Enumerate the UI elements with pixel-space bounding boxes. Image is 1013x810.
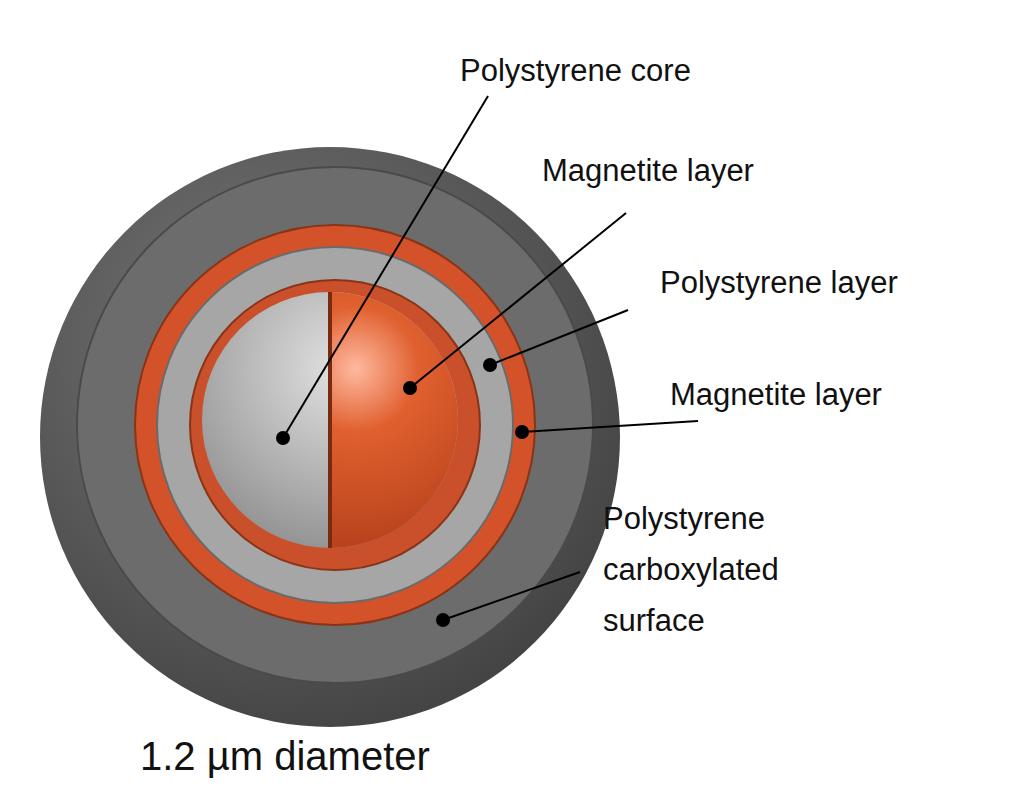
- surface-cut-face: [77, 167, 593, 683]
- part-label: Magnetite layer: [670, 376, 882, 413]
- leader-dot: [515, 425, 529, 439]
- leader-line: [490, 310, 628, 365]
- leader-line: [410, 213, 626, 388]
- leader-dot: [276, 431, 290, 445]
- outer-sphere: [40, 147, 620, 727]
- leader-dot: [403, 381, 417, 395]
- inner-magnetite-ring: [190, 280, 480, 570]
- polystyrene-ring: [157, 247, 513, 603]
- leader-line: [522, 421, 698, 432]
- leader-line: [283, 96, 488, 438]
- magnetite-sphere-part: [330, 292, 458, 548]
- leader-dot: [436, 613, 450, 627]
- part-label: Magnetite layer: [542, 152, 754, 189]
- leader-line: [443, 572, 580, 620]
- caption: 1.2 µm diameter: [140, 732, 430, 780]
- outer-magnetite-ring: [135, 225, 535, 625]
- part-label: Polystyrene layer: [660, 264, 898, 301]
- part-label: Polystyrene carboxylated surface: [603, 493, 813, 646]
- cut-edge: [328, 292, 332, 548]
- part-label: Polystyrene core: [460, 52, 691, 89]
- leader-dot: [483, 358, 497, 372]
- polystyrene-core: [202, 292, 458, 548]
